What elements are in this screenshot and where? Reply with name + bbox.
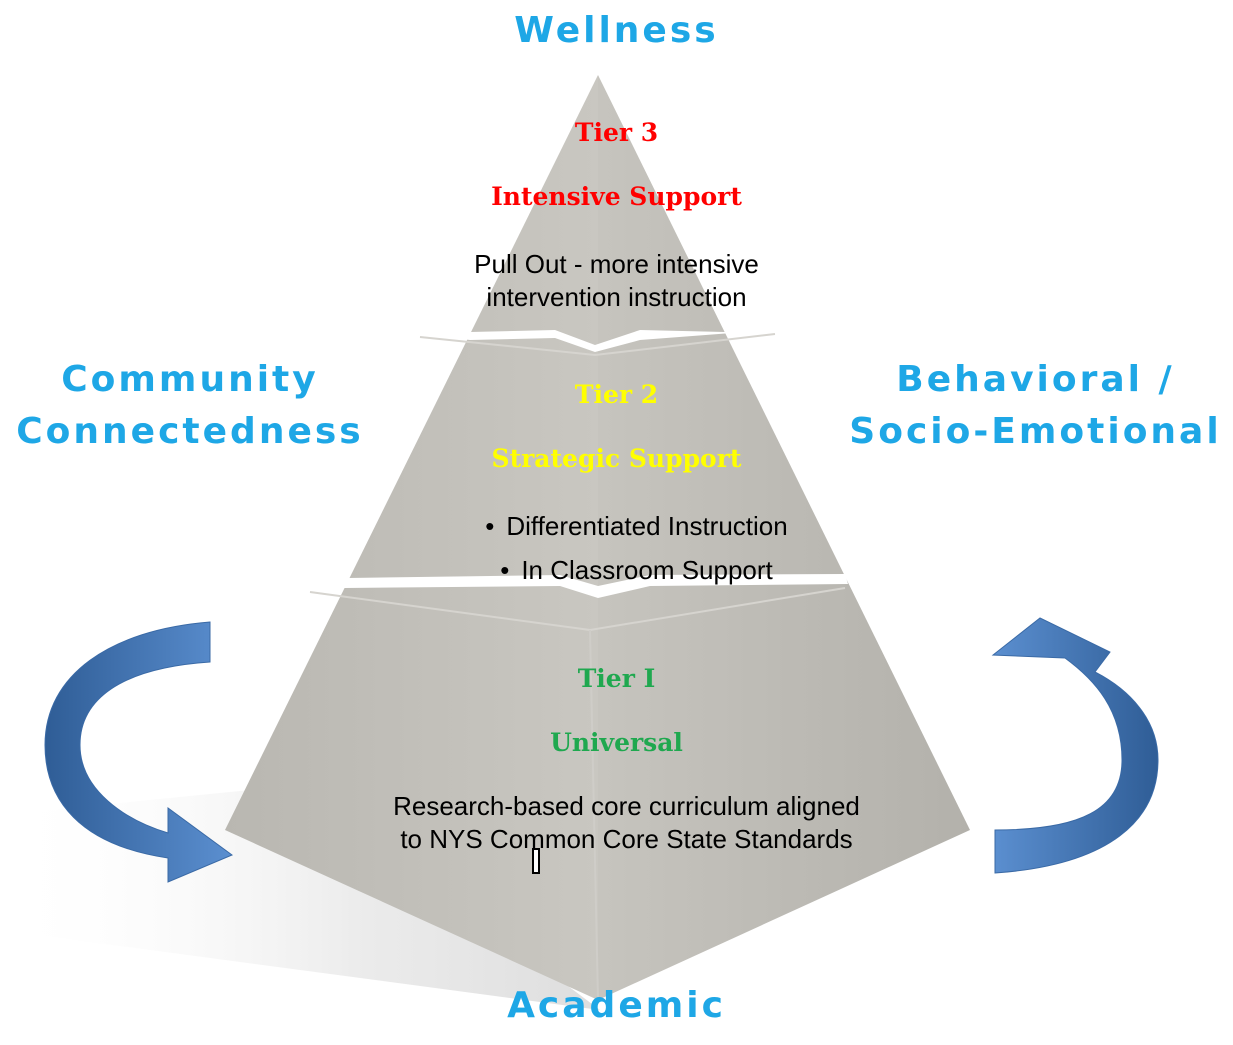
tier3-title: Tier 3 xyxy=(574,118,659,147)
tier2-bullet-1: Differentiated Instruction xyxy=(20,504,1233,548)
tier2-title: Tier 2 xyxy=(574,380,659,409)
label-behavioral-line2: Socio-Emotional xyxy=(849,411,1222,452)
tier1-line2: to NYS Common Core State Standards xyxy=(400,824,853,854)
tier2-subtitle: Strategic Support xyxy=(491,444,742,473)
tier3-subtitle: Intensive Support xyxy=(491,182,742,211)
label-community-line1: Community xyxy=(61,359,319,400)
tier1-title: Tier I xyxy=(577,664,656,693)
label-academic: Academic xyxy=(0,980,1233,1032)
label-community-line2: Connectedness xyxy=(16,411,364,452)
label-wellness: Wellness xyxy=(0,5,1233,57)
label-community-connectedness: Community Connectedness xyxy=(0,354,380,458)
tier1-description: Research-based core curriculum aligned t… xyxy=(10,790,1233,856)
tier2-bullet-2: In Classroom Support xyxy=(20,548,1233,592)
tier1-line1: Research-based core curriculum aligned xyxy=(393,791,860,821)
tier1-center-edge xyxy=(589,629,599,1001)
left-cycle-arrow xyxy=(44,621,234,883)
tier3-line2: intervention instruction xyxy=(486,282,747,312)
label-behavioral-socio-emotional: Behavioral / Socio-Emotional xyxy=(838,354,1233,458)
tier3-line1: Pull Out - more intensive xyxy=(474,249,759,279)
tier1-subtitle: Universal xyxy=(550,728,683,757)
label-wellness-text: Wellness xyxy=(514,10,719,51)
tier2-bullet-list: Differentiated Instruction In Classroom … xyxy=(20,504,1233,592)
label-academic-text: Academic xyxy=(507,985,726,1026)
gap-tier3-tier2 xyxy=(425,322,772,352)
tier2-front-edge xyxy=(419,333,776,357)
tier3-description: Pull Out - more intensive intervention i… xyxy=(0,248,1233,314)
label-behavioral-line1: Behavioral / xyxy=(896,359,1175,400)
text-cursor-icon xyxy=(532,848,540,874)
right-cycle-arrow xyxy=(991,617,1159,874)
